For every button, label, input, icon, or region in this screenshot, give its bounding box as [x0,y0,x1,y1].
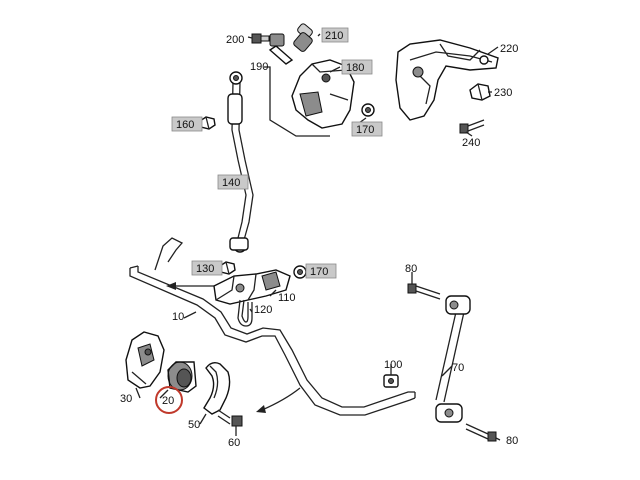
label-170-top: 170 [356,124,374,136]
label-50: 50 [188,419,200,431]
nut-100 [383,374,399,388]
nut-170-mid [293,265,307,279]
label-220: 220 [500,43,518,55]
clamp-110 [213,269,291,305]
label-170-mid: 170 [310,266,328,278]
label-120: 120 [254,304,272,316]
label-30: 30 [120,393,132,405]
label-70: 70 [452,362,464,374]
label-80-upper: 80 [405,263,417,275]
label-230: 230 [494,87,512,99]
label-180: 180 [346,62,364,74]
bolt-60 [217,409,243,427]
label-80-lower: 80 [506,435,518,447]
bracket-220 [395,39,499,121]
label-140: 140 [222,177,240,189]
bolt-200 [251,33,270,44]
label-60: 60 [228,437,240,449]
callout-labels: 200 210 190 180 160 170 140 220 230 240 … [120,27,518,449]
stabilizer-bar [129,237,416,416]
clamp-50 [203,361,231,415]
link-rod [227,71,254,253]
nut-230 [469,83,491,101]
link-70 [435,295,471,423]
direction-arrows [166,282,301,413]
label-240: 240 [462,137,480,149]
label-100: 100 [384,359,402,371]
bolt-240 [459,119,485,134]
label-200: 200 [226,34,244,46]
label-20: 20 [162,395,174,407]
label-10: 10 [172,311,184,323]
label-160: 160 [176,119,194,131]
label-110: 110 [278,292,296,304]
label-190: 190 [250,61,268,73]
bushing-210 [268,23,313,65]
bolt-80-lower [465,423,497,442]
nut-170-top [361,103,375,117]
bracket-180 [291,59,355,129]
label-130: 130 [196,263,214,275]
bolt-80-upper [407,283,441,300]
bracket-30 [125,331,165,389]
u-bolt-120 [237,299,253,327]
highlight-circle [155,386,183,414]
label-210: 210 [325,30,343,42]
